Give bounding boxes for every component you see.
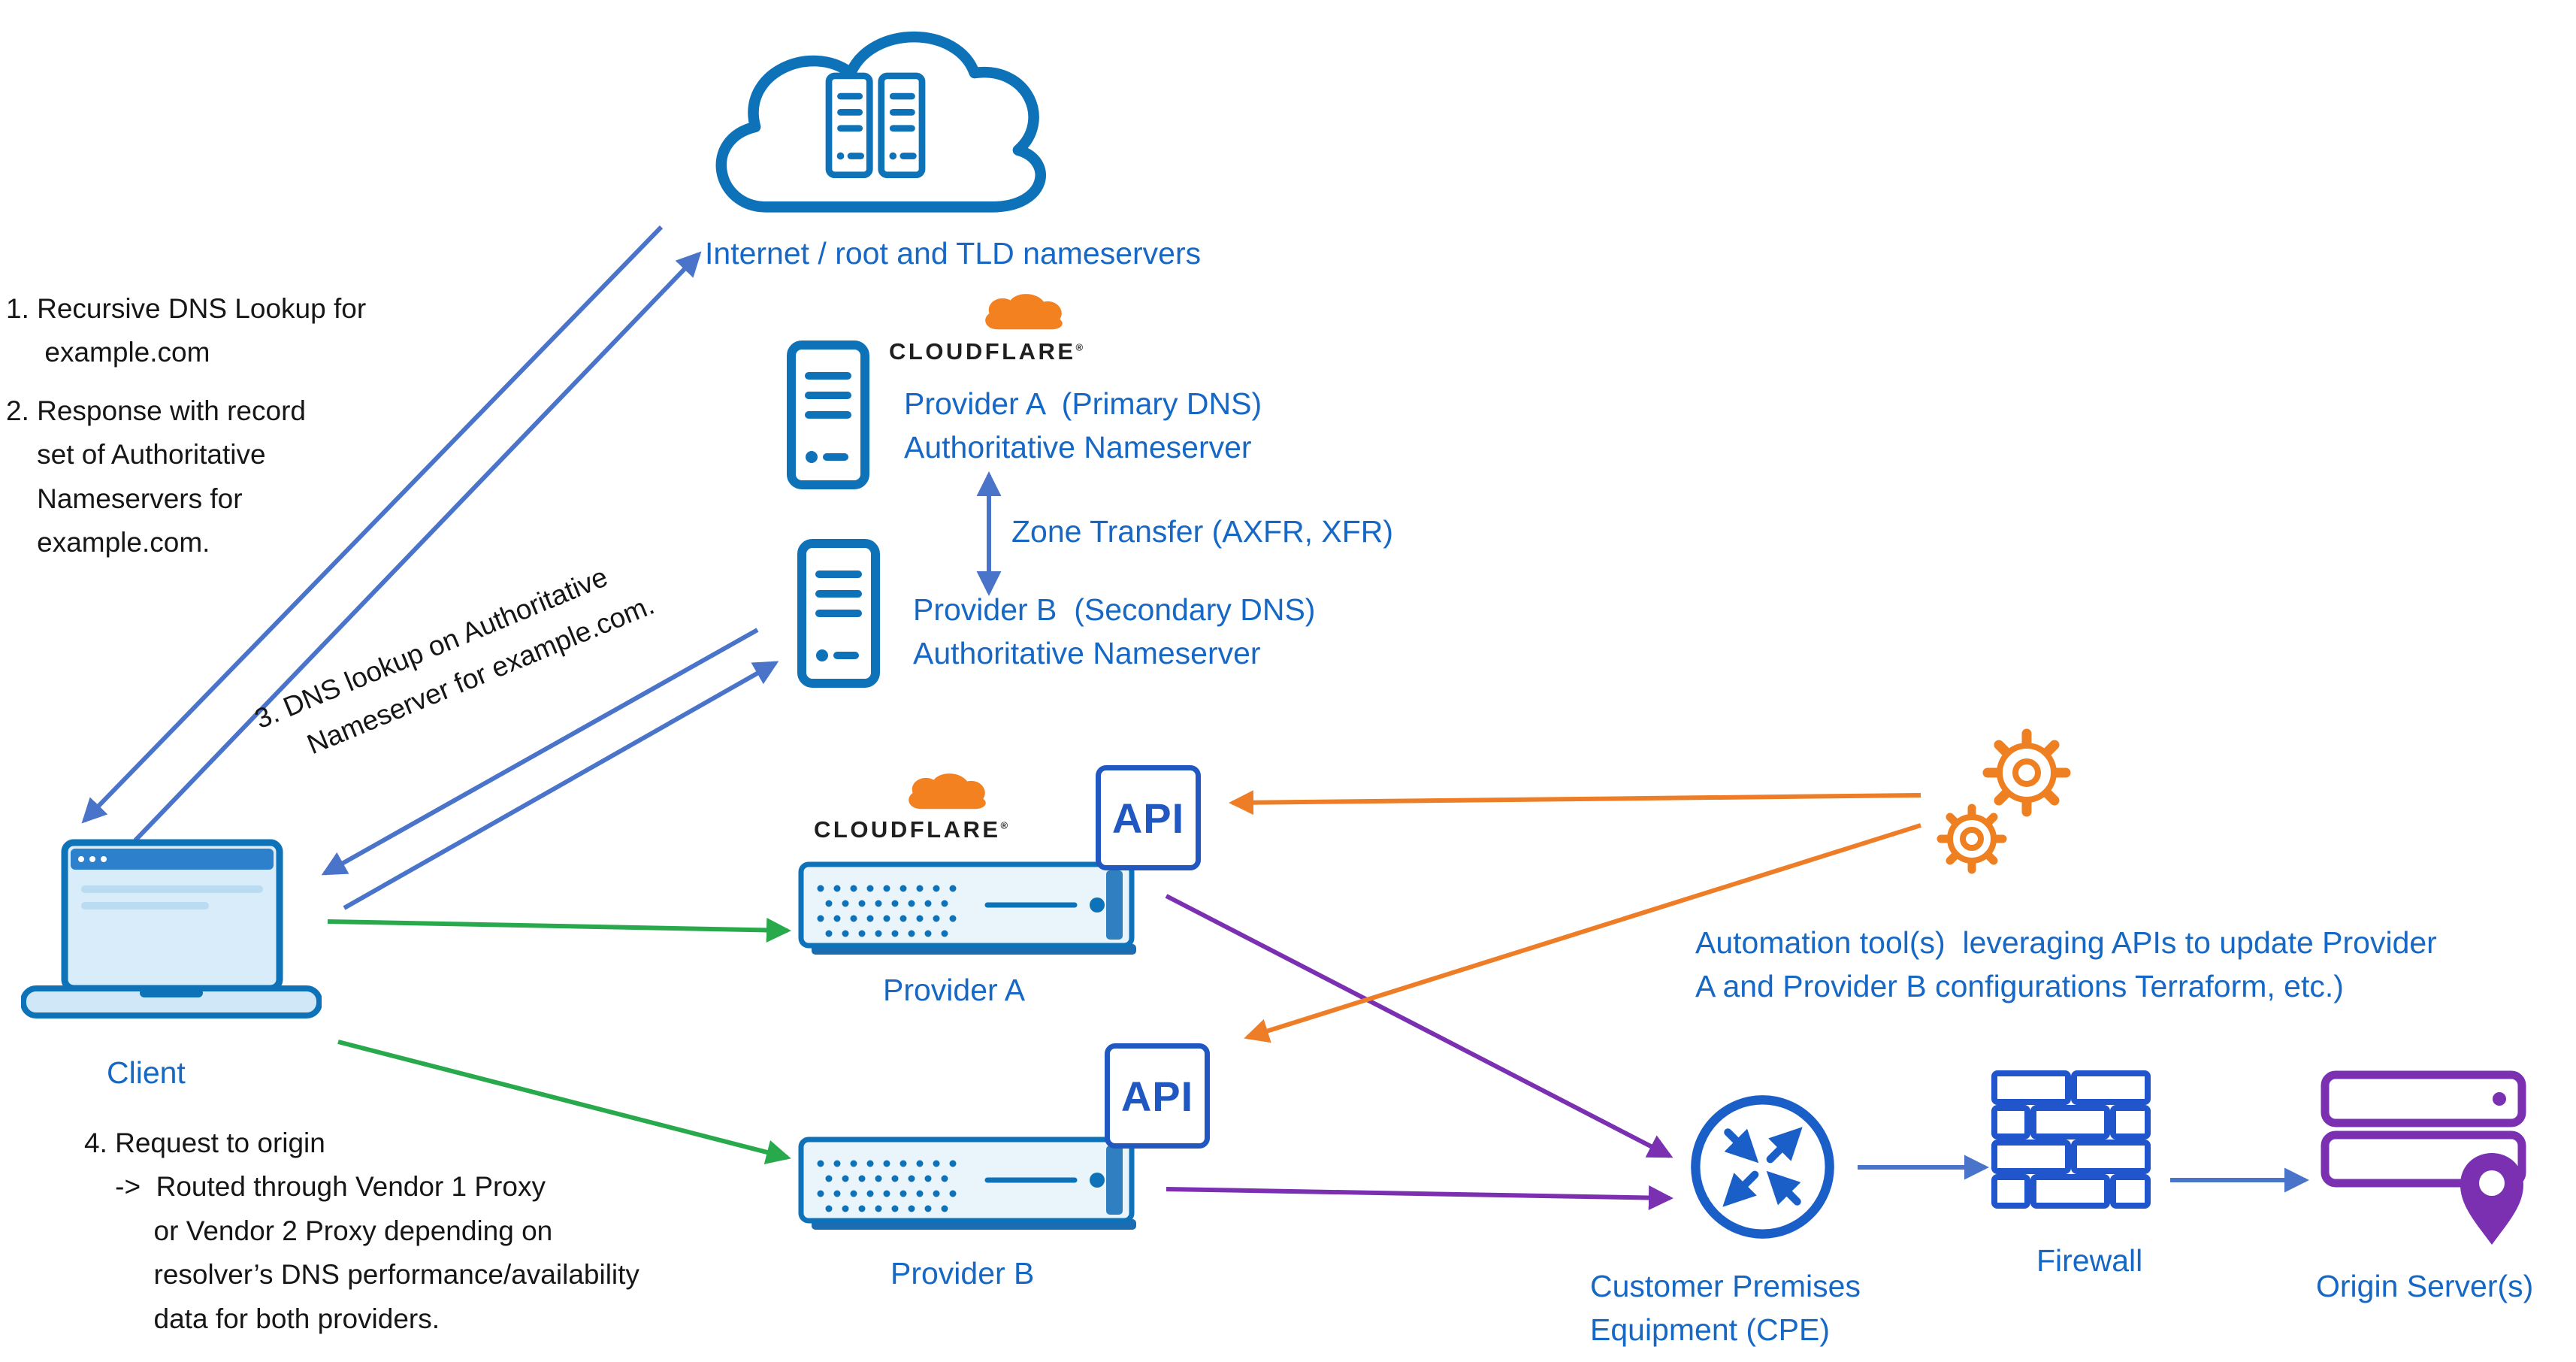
cloudflare-cloud-icon [978, 292, 1069, 335]
internet-cloud-icon [680, 5, 1071, 238]
registered-mark-2: ® [1000, 819, 1008, 831]
provider-b-nameserver-label: Provider B (Secondary DNS) Authoritative… [913, 592, 1316, 671]
cpe-label: Customer Premises Equipment (CPE) [1590, 1269, 1861, 1348]
firewall-icon [1991, 1070, 2157, 1215]
cloudflare-wordmark-2: CLOUDFLARE® [814, 816, 1008, 843]
location-pin-icon [2460, 1153, 2523, 1245]
arrow-authoritative-reply [321, 628, 759, 876]
provider-a-proxy-label: Provider A [883, 973, 1026, 1007]
cloudflare-wordmark: CLOUDFLARE® [889, 338, 1084, 365]
provider-a-nameserver-label: Provider A (Primary DNS) Authoritative N… [904, 386, 1262, 465]
arrow-client-to-provider-b [337, 1040, 791, 1164]
arrow-lookup-to-authoritative [343, 661, 779, 910]
cpe-router-icon [1686, 1090, 1840, 1244]
client-laptop-icon [20, 839, 322, 1027]
root-nameserver-icon [825, 72, 873, 179]
registered-mark: ® [1075, 341, 1084, 353]
arrow-provider-b-to-cpe [1166, 1185, 1673, 1210]
provider-b-proxy-icon [798, 1137, 1140, 1234]
origin-server-icon [2321, 1070, 2538, 1251]
provider-a-api-badge: API [1096, 765, 1201, 870]
arrow-ns-response [81, 225, 664, 824]
provider-b-api-badge: API [1105, 1043, 1210, 1149]
arrow-automation-to-api-b [1244, 823, 1921, 1043]
provider-b-nameserver-icon [797, 538, 881, 689]
tld-nameserver-icon [878, 72, 926, 179]
arrow-automation-to-api-a [1229, 790, 1921, 816]
step2-note: 2. Response with record set of Authorita… [6, 395, 306, 558]
automation-gears-icon [1925, 726, 2076, 884]
arrow-client-to-provider-a [327, 917, 791, 943]
provider-b-proxy-label: Provider B [890, 1256, 1035, 1291]
arrow-provider-a-to-cpe [1165, 894, 1673, 1158]
client-label: Client [107, 1055, 186, 1090]
provider-a-proxy-icon [798, 861, 1140, 959]
step1-note: 1. Recursive DNS Lookup for example.com [6, 293, 367, 368]
firewall-label: Firewall [2036, 1243, 2143, 1278]
zone-transfer-label: Zone Transfer (AXFR, XFR) [1011, 514, 1394, 549]
automation-label: Automation tool(s) leveraging APIs to up… [1695, 925, 2437, 1004]
browser-bar [71, 849, 274, 870]
step4-note: 4. Request to origin -> Routed through V… [84, 1127, 639, 1334]
cloudflare-cloud-icon-2 [902, 771, 992, 815]
origin-label: Origin Server(s) [2316, 1269, 2534, 1303]
internet-label: Internet / root and TLD nameservers [705, 236, 1202, 271]
provider-a-nameserver-icon [786, 340, 870, 490]
arrow-recursive-lookup [133, 251, 702, 843]
